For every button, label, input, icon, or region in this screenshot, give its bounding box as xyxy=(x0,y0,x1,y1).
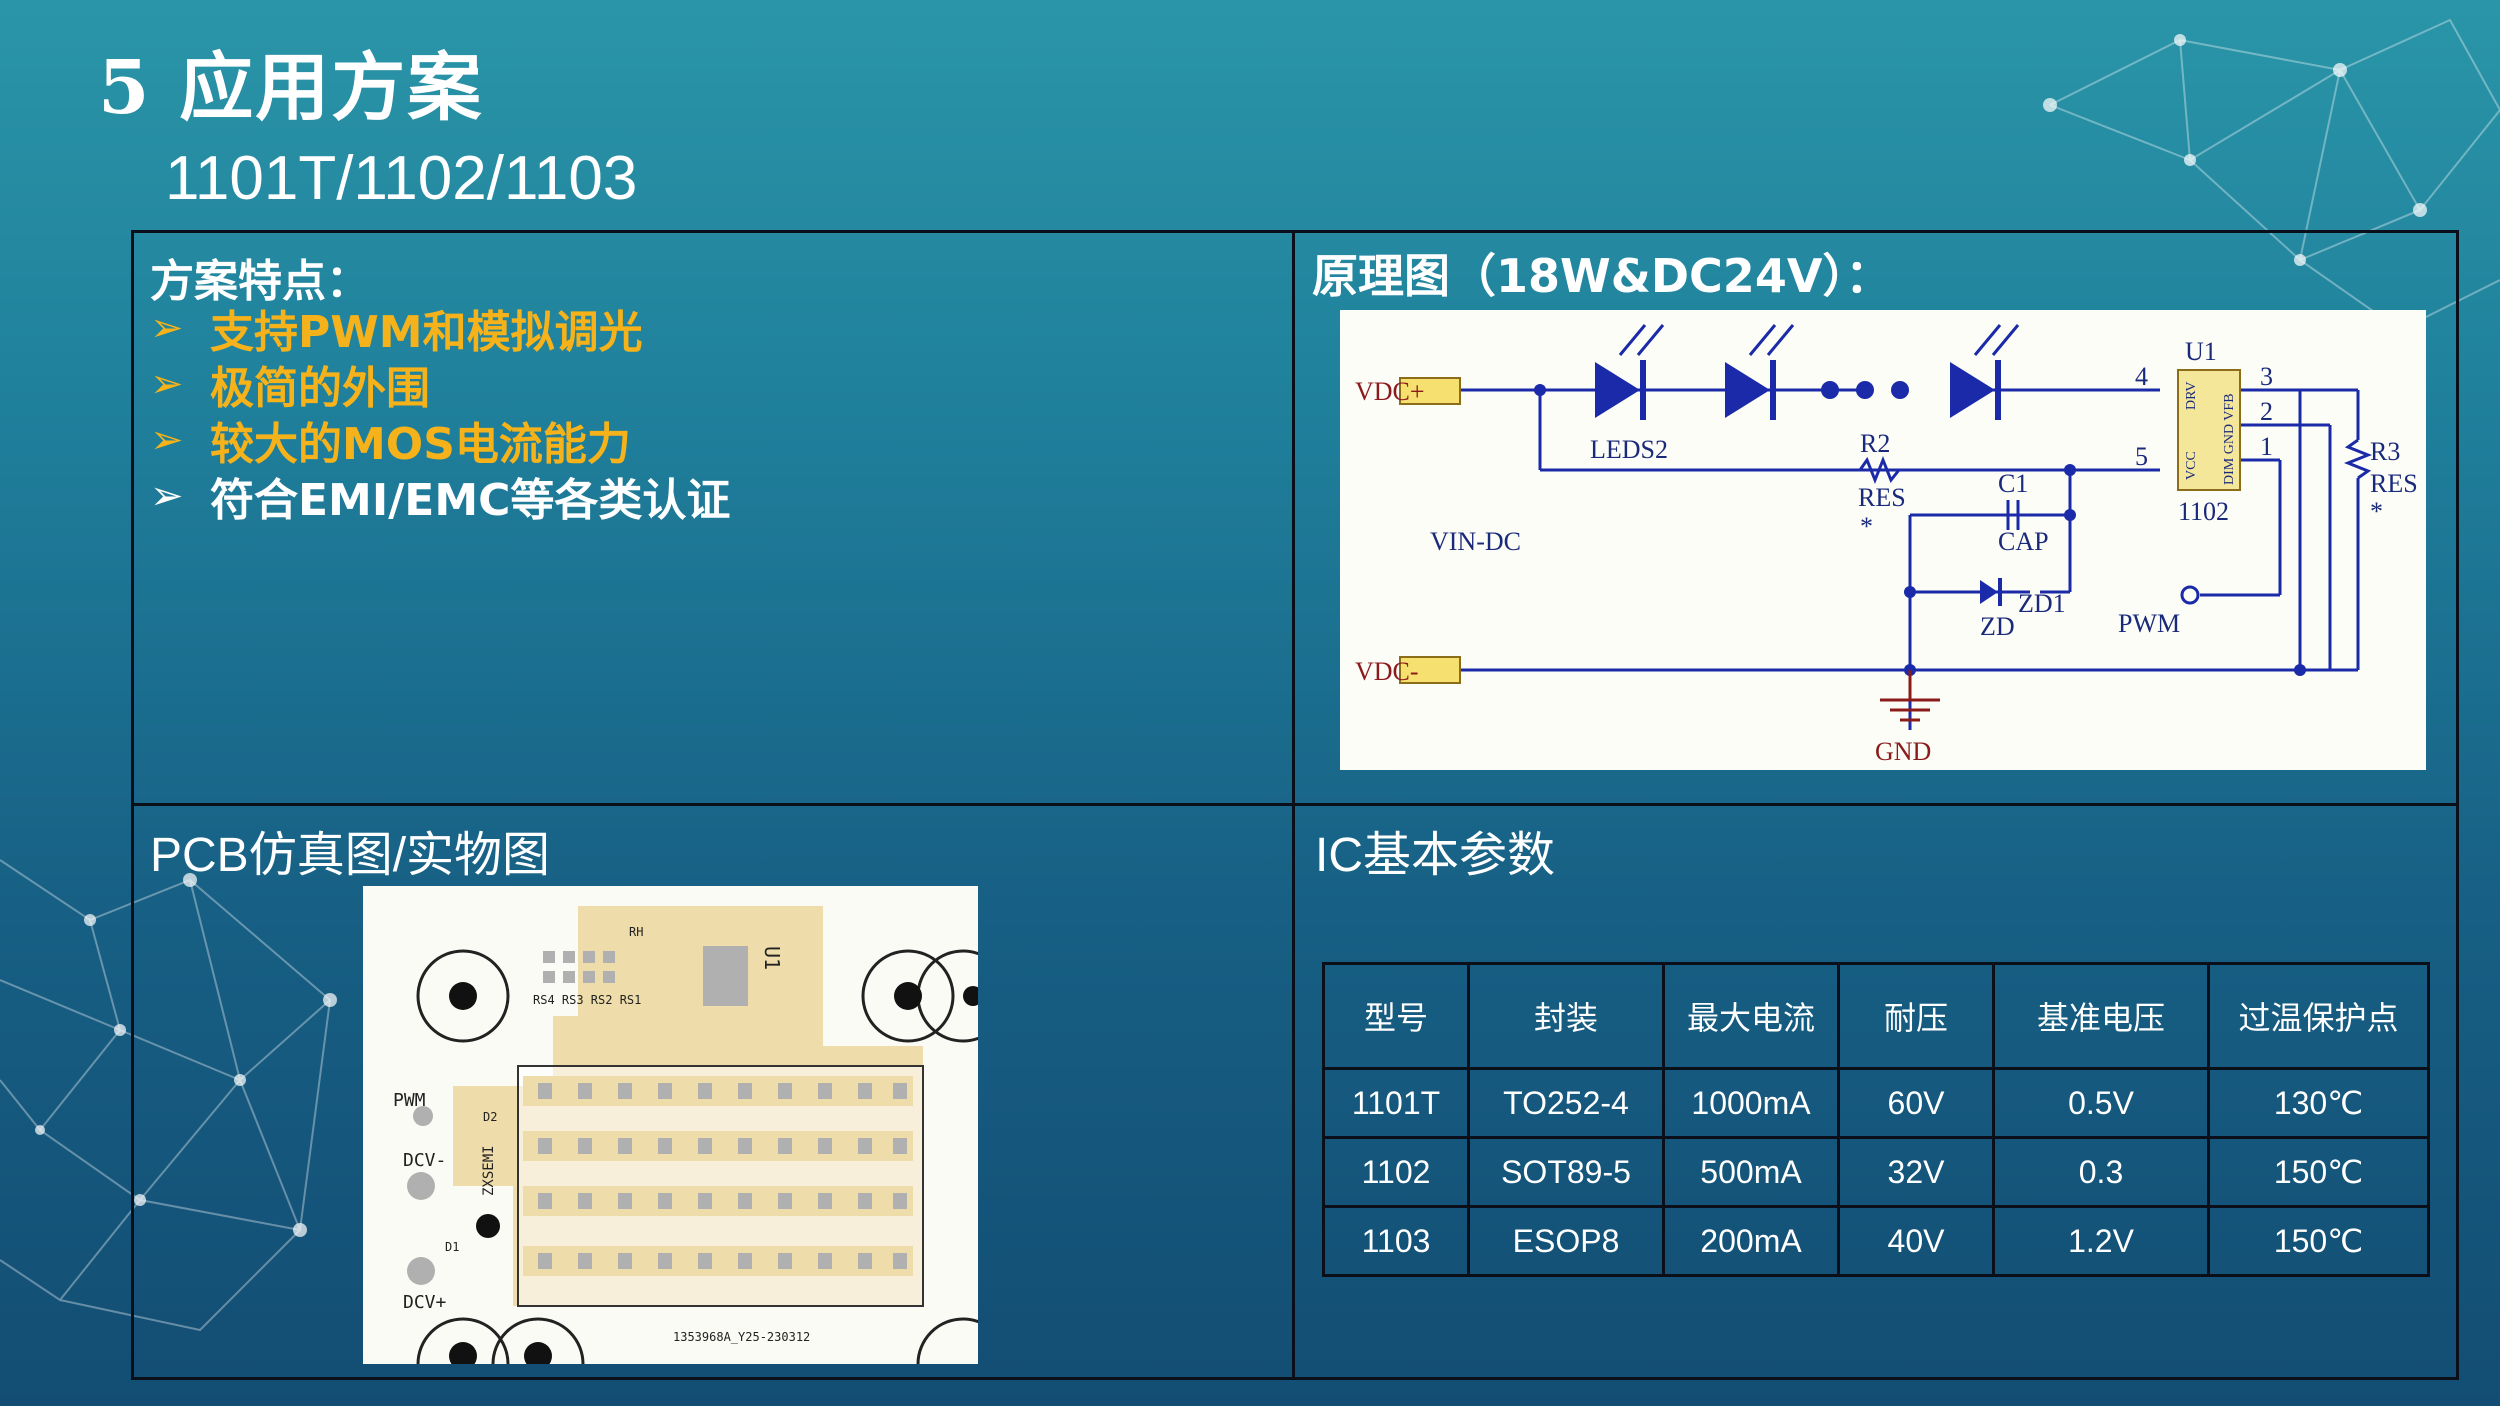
table-row: 1101T TO252-4 1000mA 60V 0.5V 130℃ xyxy=(1322,1067,2430,1139)
feature-text: 较大的MOS电流能力 xyxy=(210,419,631,470)
schematic-diagram: VDC+ VDC- GND LEDS2 VIN-DC R2 RES * C1 C… xyxy=(1340,310,2426,770)
pin4-label: 4 xyxy=(2135,362,2148,391)
table-row: 1102 SOT89-5 500mA 32V 0.3 150℃ xyxy=(1322,1136,2430,1208)
table-cell: 1101T xyxy=(1322,1067,1470,1139)
r2-star: * xyxy=(1860,512,1873,541)
table-row: 1103 ESOP8 200mA 40V 1.2V 150℃ xyxy=(1322,1205,2430,1277)
table-cell: TO252-4 xyxy=(1467,1067,1665,1139)
pcb-d1-label: D1 xyxy=(445,1240,459,1254)
c1-label: C1 xyxy=(1998,469,2028,498)
table-cell: 0.5V xyxy=(1992,1067,2210,1139)
leds-label: LEDS2 xyxy=(1590,435,1668,464)
r2-value: RES xyxy=(1858,483,1906,512)
column-header: 最大电流 xyxy=(1662,962,1840,1070)
feature-text: 支持PWM和模拟调光 xyxy=(210,307,643,358)
column-header: 耐压 xyxy=(1837,962,1995,1070)
pcb-d2-label: D2 xyxy=(483,1110,497,1124)
schematic-drawing: VDC+ VDC- GND LEDS2 VIN-DC R2 RES * C1 C… xyxy=(1355,324,2418,766)
zd-label: ZD xyxy=(1980,612,2015,641)
slide-subtitle: 1101T/1102/1103 xyxy=(165,144,638,213)
ic-params-heading: IC基本参数 xyxy=(1315,829,1556,882)
c1-value: CAP xyxy=(1998,527,2049,556)
pin-vcc-label: VCC xyxy=(2184,451,2199,480)
pcb-dcv-plus-label: DCV+ xyxy=(403,1292,447,1313)
schematic-heading: 原理图（18W&DC24V）： xyxy=(1312,249,1892,303)
pin5-label: 5 xyxy=(2135,442,2148,471)
pin-drv-label: DRV xyxy=(2184,382,2199,410)
pcb-heading: PCB仿真图/实物图 xyxy=(150,829,551,882)
pcb-dcv-minus-label: DCV- xyxy=(403,1150,446,1171)
table-cell: 40V xyxy=(1837,1205,1995,1277)
column-header: 封装 xyxy=(1467,962,1665,1070)
pin1-label: 1 xyxy=(2260,432,2273,461)
table-cell: ESOP8 xyxy=(1467,1205,1665,1277)
table-cell: 32V xyxy=(1837,1136,1995,1208)
feature-item: ➢ 符合EMI/EMC等各类认证 xyxy=(150,468,730,526)
u1-label: U1 xyxy=(2185,337,2217,366)
table-cell: SOT89-5 xyxy=(1467,1136,1665,1208)
r2-label: R2 xyxy=(1860,429,1890,458)
ic-params-table: 型号 封装 最大电流 耐压 基准电压 过温保护点 1101T TO252-4 1… xyxy=(1322,962,2430,1277)
table-cell: 200mA xyxy=(1662,1205,1840,1277)
pin2-label: 2 xyxy=(2260,397,2273,426)
r3-label: R3 xyxy=(2370,437,2400,466)
feature-item: ➢ 极简的外围 xyxy=(150,356,730,414)
pin3-label: 3 xyxy=(2260,362,2273,391)
feature-text: 极简的外围 xyxy=(210,363,430,414)
vin-label: VIN-DC xyxy=(1430,527,1521,556)
column-header: 型号 xyxy=(1322,962,1470,1070)
arrow-bullet-icon: ➢ xyxy=(150,361,184,407)
feature-text: 符合EMI/EMC等各类认证 xyxy=(210,475,731,526)
column-header: 过温保护点 xyxy=(2207,962,2430,1070)
zd1-label: ZD1 xyxy=(2018,589,2066,618)
table-cell: 130℃ xyxy=(2207,1067,2430,1139)
table-cell: 0.3 xyxy=(1992,1136,2210,1208)
table-cell: 1000mA xyxy=(1662,1067,1840,1139)
gnd-label: GND xyxy=(1875,737,1931,766)
slide-title: 5 应用方案 xyxy=(98,45,484,131)
pcb-image: PWM DCV- DCV+ U1 RS4 RS3 RS2 RS1 RH D1 D… xyxy=(363,886,978,1364)
arrow-bullet-icon: ➢ xyxy=(150,305,184,351)
arrow-bullet-icon: ➢ xyxy=(150,473,184,519)
pcb-brand-label: ZXSEMI xyxy=(481,1145,497,1196)
u1-part: 1102 xyxy=(2178,497,2229,526)
pcb-pwm-label: PWM xyxy=(393,1090,426,1111)
pcb-drawing: PWM DCV- DCV+ U1 RS4 RS3 RS2 RS1 RH D1 D… xyxy=(393,906,978,1364)
vdc-minus-label: VDC- xyxy=(1355,657,1419,686)
table-cell: 150℃ xyxy=(2207,1205,2430,1277)
features-list: ➢ 支持PWM和模拟调光 ➢ 极简的外围 ➢ 较大的MOS电流能力 ➢ 符合EMI/EM… xyxy=(150,300,730,526)
grid-horizontal-divider xyxy=(131,803,2459,806)
pwm-label: PWM xyxy=(2118,609,2180,638)
pcb-rh-label: RH xyxy=(629,925,643,939)
r3-star: * xyxy=(2370,497,2383,526)
table-cell: 1102 xyxy=(1322,1136,1470,1208)
table-cell: 1103 xyxy=(1322,1205,1470,1277)
pcb-code-label: 1353968A_Y25-230312 xyxy=(673,1330,810,1344)
pin-dim-label: DIM GND VFB xyxy=(2222,393,2237,485)
table-cell: 150℃ xyxy=(2207,1136,2430,1208)
table-cell: 1.2V xyxy=(1992,1205,2210,1277)
arrow-bullet-icon: ➢ xyxy=(150,417,184,463)
pcb-u1-label: U1 xyxy=(760,946,784,970)
r3-value: RES xyxy=(2370,469,2418,498)
table-cell: 500mA xyxy=(1662,1136,1840,1208)
vdc-plus-label: VDC+ xyxy=(1355,377,1425,406)
features-heading: 方案特点： xyxy=(150,256,370,307)
feature-item: ➢ 较大的MOS电流能力 xyxy=(150,412,730,470)
pcb-rs-label: RS4 RS3 RS2 RS1 xyxy=(533,993,641,1007)
column-header: 基准电压 xyxy=(1992,962,2210,1070)
feature-item: ➢ 支持PWM和模拟调光 xyxy=(150,300,730,358)
table-cell: 60V xyxy=(1837,1067,1995,1139)
table-header-row: 型号 封装 最大电流 耐压 基准电压 过温保护点 xyxy=(1322,962,2430,1070)
